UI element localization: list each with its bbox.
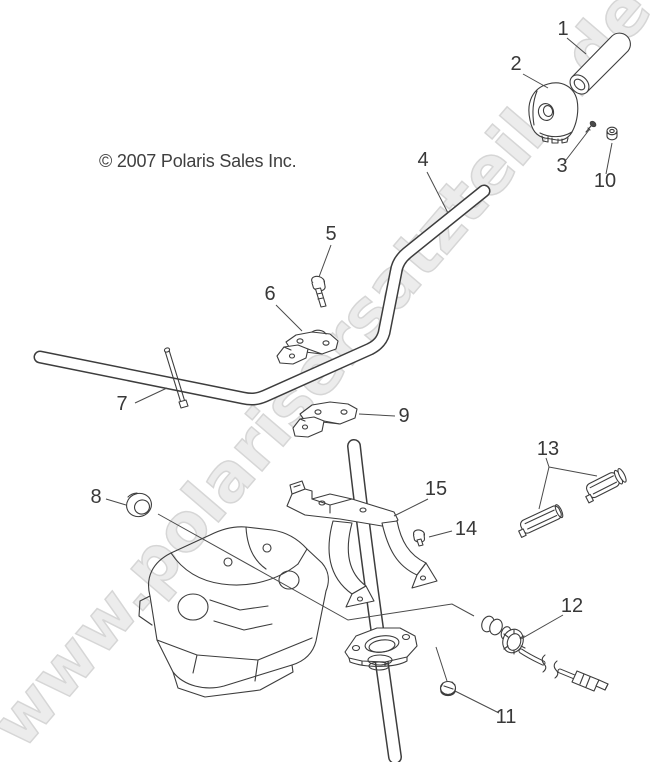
mount-plate [344,627,418,671]
part-7-rod [163,347,189,409]
callout-15: 15 [425,478,447,500]
part-2-control-pod [528,82,579,144]
part-8-grommet [126,492,152,518]
callout-5: 5 [325,223,336,245]
callout-8: 8 [90,486,101,508]
callout-12: 12 [561,595,583,617]
part-3-screw [585,120,597,133]
part-5-bolt [311,275,327,308]
callout-4: 4 [417,149,428,171]
callout-10: 10 [594,170,616,192]
part-13-grips [518,468,627,538]
leader-lines [105,37,613,714]
part-6-upper-clamp [276,329,339,365]
callout-6: 6 [264,283,275,305]
part-11-nut [439,680,457,697]
part-15-bracket [286,480,438,608]
callout-14: 14 [455,518,477,540]
pod-housing-drawing [138,526,329,698]
part-10-nut [606,126,618,141]
callout-3: 3 [556,155,567,177]
callout-2: 2 [510,53,521,75]
callout-1: 1 [557,18,568,40]
callout-labels: 1 2 3 4 5 6 7 8 9 10 11 12 13 14 15 [90,18,616,728]
part-14-screw [412,529,426,547]
part-1-grip-tube [569,32,631,95]
copyright-text: © 2007 Polaris Sales Inc. [99,151,297,171]
callout-9: 9 [398,405,409,427]
callout-7: 7 [116,393,127,415]
part-9-lower-clamp [292,401,358,438]
part-4-handlebar [33,184,491,406]
callout-11: 11 [496,706,517,728]
callout-13: 13 [537,438,559,460]
part-12-ignition-switch [481,615,609,692]
